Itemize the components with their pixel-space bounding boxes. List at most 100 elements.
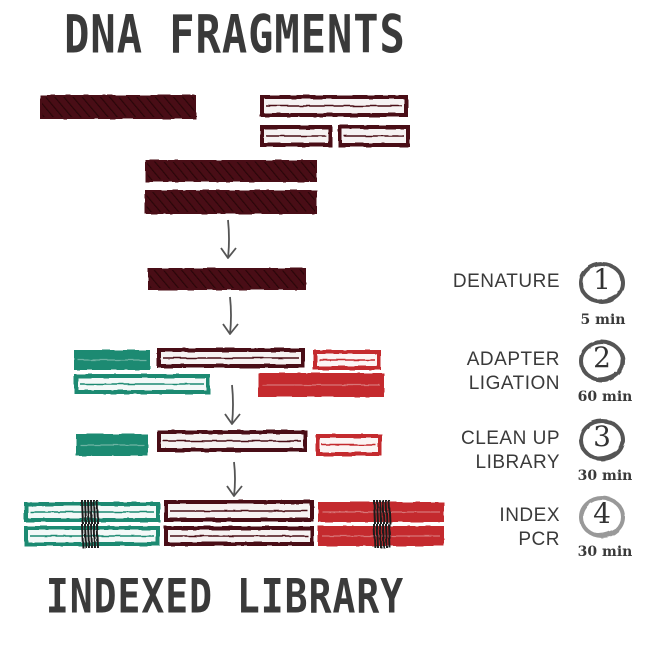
adapter-ligation-right-bottom <box>258 373 384 397</box>
adapter-ligation-left-top <box>74 350 150 370</box>
fragment-double-c-bottom <box>145 190 317 214</box>
arrow-4-head <box>226 485 243 497</box>
step-3-label-line-1: CLEAN UP <box>460 428 560 449</box>
step-4-circle <box>579 496 625 538</box>
indexed-insert-bottom <box>164 526 314 546</box>
arrow-2-head <box>222 323 239 335</box>
adapter-ligation-insert-top <box>157 348 305 368</box>
adapter-ligation-left-bottom <box>74 374 210 394</box>
index-marks-left-bottom-stroke-5 <box>93 523 96 549</box>
index-marks-left-bottom-stroke-6 <box>96 523 99 549</box>
index-marks-right-top-stroke-3 <box>379 499 382 525</box>
step-1-circle-ring <box>579 262 625 304</box>
step-3-circle-flourish <box>585 451 617 459</box>
step-2-circle-flourish <box>585 372 617 380</box>
index-marks-left-top-stroke-4 <box>90 499 93 525</box>
step-2-label: ADAPTER LIGATION <box>467 348 560 396</box>
fragment-double-b-bottom-right <box>338 125 410 147</box>
index-marks-left-bottom-stroke-3 <box>87 523 90 549</box>
fragment-single-a <box>40 95 196 119</box>
step-3-time: 30 min <box>577 468 633 484</box>
arrow-1-shaft <box>227 219 230 259</box>
step-2-circle <box>579 340 625 382</box>
index-marks-right-bottom-stroke-6 <box>388 523 391 549</box>
fragment-double-c-top-hatch <box>145 160 317 182</box>
index-marks-left-top-stroke-5 <box>93 499 96 525</box>
step-2-circle-ring <box>579 340 625 382</box>
fragment-double-c-top <box>145 160 317 182</box>
index-marks-right-bottom-stroke-2 <box>376 523 379 549</box>
step-4-circle-flourish <box>585 528 617 536</box>
fragment-double-c-bottom-edge <box>145 190 317 214</box>
fragment-denatured <box>148 268 306 290</box>
step-4-time: 30 min <box>577 544 633 560</box>
arrow-1-head <box>220 247 237 259</box>
step-4-label-line-1: INDEX <box>499 505 560 526</box>
step-1-time: 5 min <box>580 312 626 328</box>
index-marks-right-top-stroke-2 <box>376 499 379 525</box>
index-marks-right-top-stroke-6 <box>388 499 391 525</box>
clean-up-left-adapter <box>76 434 148 456</box>
index-marks-left-top-stroke-3 <box>87 499 90 525</box>
step-2-label-line-1: ADAPTER <box>466 349 560 370</box>
arrow-2 <box>222 296 239 335</box>
step-3-circle-ring <box>579 419 625 461</box>
index-marks-right-bottom-stroke-5 <box>385 523 388 549</box>
index-marks-right-top-stroke-1 <box>373 499 376 525</box>
index-marks-right-top-stroke-4 <box>382 499 385 525</box>
fragment-double-b-bottom-left <box>260 125 332 147</box>
arrow-4-shaft <box>233 461 236 497</box>
index-marks-left-top-stroke-2 <box>84 499 87 525</box>
index-marks-left-top <box>81 499 99 525</box>
index-marks-left-top-stroke-6 <box>96 499 99 525</box>
arrow-2-shaft <box>229 296 232 335</box>
indexed-insert-top <box>164 500 314 522</box>
fragment-double-c-bottom-hatch <box>145 190 317 214</box>
index-marks-right-bottom-stroke-3 <box>379 523 382 549</box>
fragment-single-a-hatch <box>40 95 196 119</box>
title-indexed-library: INDEXED LIBRARY <box>45 568 405 624</box>
index-marks-right-bottom-stroke-1 <box>373 523 376 549</box>
step-4-number: 4 <box>593 497 611 530</box>
index-marks-left-top-stroke-1 <box>81 499 84 525</box>
step-4-label-line-2: PCR <box>518 529 560 550</box>
index-marks-left-bottom-stroke-4 <box>90 523 93 549</box>
step-1-circle-flourish <box>585 294 617 302</box>
index-marks-left-bottom-stroke-1 <box>81 523 84 549</box>
arrow-4 <box>226 461 243 497</box>
fragment-denatured-hatch <box>148 268 306 290</box>
step-1-label: DENATURE <box>453 270 560 294</box>
index-marks-right-top <box>373 499 391 525</box>
index-marks-right-top-stroke-5 <box>385 499 388 525</box>
clean-up-right-adapter <box>316 434 382 456</box>
step-3-label-line-2: LIBRARY <box>475 452 560 473</box>
index-marks-right-bottom <box>373 523 391 549</box>
step-2-time: 60 min <box>577 389 633 405</box>
title-dna-fragments: DNA FRAGMENTS <box>64 3 406 66</box>
step-4-circle-ring <box>579 496 625 538</box>
arrow-3-head <box>224 413 241 425</box>
step-3-label: CLEAN UP LIBRARY <box>461 427 560 475</box>
adapter-ligation-right-top <box>313 350 381 370</box>
clean-up-insert <box>157 430 307 452</box>
fragment-double-c-top-edge <box>145 160 317 182</box>
step-2-number: 2 <box>593 341 611 374</box>
step-4-label: INDEX PCR <box>499 504 560 552</box>
step-3-circle <box>579 419 625 461</box>
fragment-denatured-edge <box>148 268 306 290</box>
index-marks-left-bottom <box>81 523 99 549</box>
arrow-1 <box>220 219 237 259</box>
fragment-single-a-edge <box>40 95 196 119</box>
index-marks-right-bottom-stroke-4 <box>382 523 385 549</box>
step-1-number: 1 <box>593 263 611 296</box>
step-3-number: 3 <box>593 420 611 453</box>
step-2-label-line-2: LIGATION <box>468 373 560 394</box>
step-1-label-line-1: DENATURE <box>452 271 560 292</box>
fragment-double-b-top <box>260 95 408 117</box>
arrow-3-shaft <box>231 384 234 425</box>
index-marks-left-bottom-stroke-2 <box>84 523 87 549</box>
arrow-3 <box>224 384 241 425</box>
step-1-circle <box>579 262 625 304</box>
